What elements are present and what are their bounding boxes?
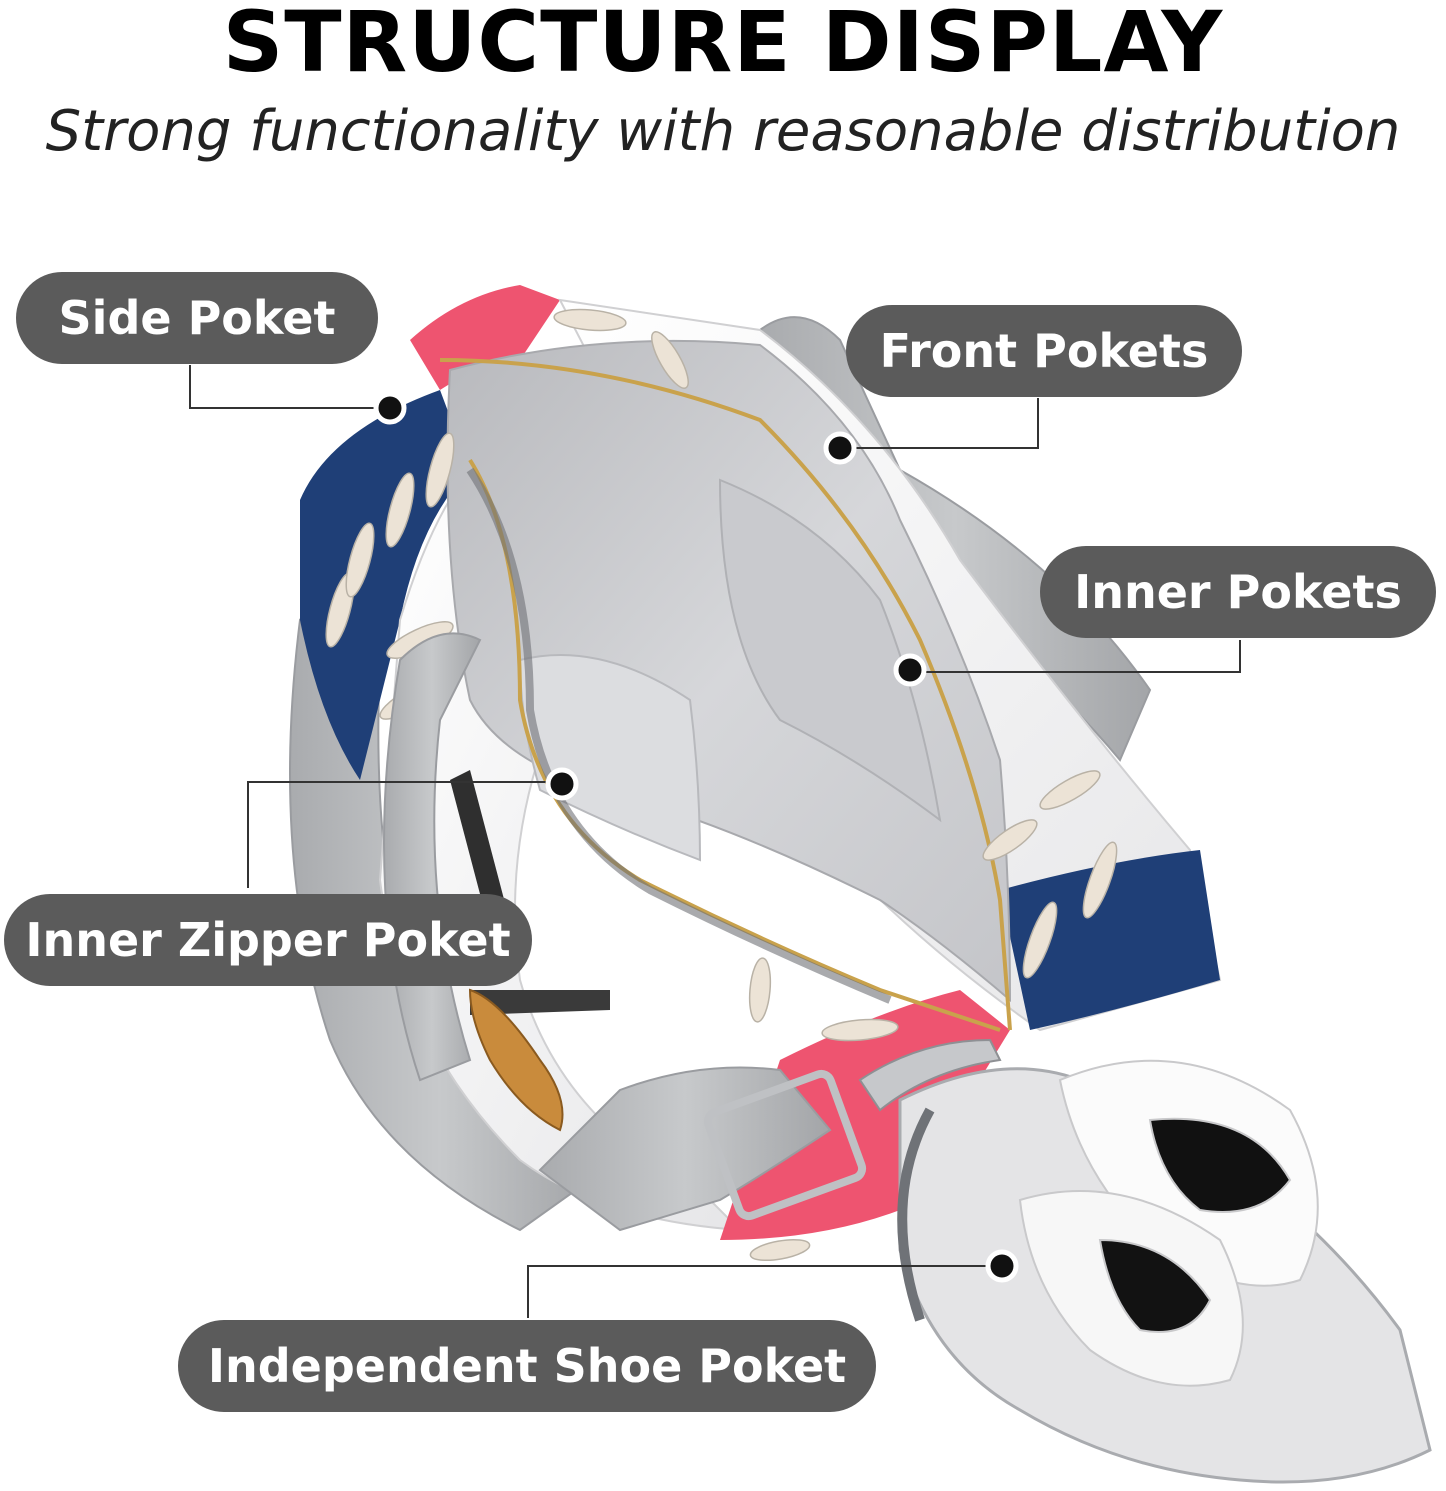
sneakers xyxy=(1018,1059,1319,1387)
callout-inner-zipper-pocket: Inner Zipper Poket xyxy=(4,894,532,986)
baseball-glove xyxy=(468,988,564,1132)
baseball-bat-2 xyxy=(470,990,610,1015)
shoulder-strap-front xyxy=(538,1066,832,1232)
decorative-laces xyxy=(325,308,1118,1262)
page-title: STRUCTURE DISPLAY xyxy=(222,0,1224,91)
inner-pocket-fold xyxy=(718,478,942,823)
strap-clasp xyxy=(858,1038,1002,1112)
bag-interior-lining xyxy=(446,339,1012,1003)
callout-side-pocket: Side Poket xyxy=(16,272,378,364)
callout-front-pockets: Front Pokets xyxy=(846,305,1242,397)
zipper-track-gray xyxy=(466,467,892,1004)
inner-zipper-panel xyxy=(518,654,702,862)
strap-buckle xyxy=(703,1069,867,1221)
pink-stripe-top xyxy=(410,285,560,390)
zipper-track-main xyxy=(439,358,1012,1031)
callout-shoe-pocket: Independent Shoe Poket xyxy=(178,1320,876,1412)
callout-inner-pockets: Inner Pokets xyxy=(1040,546,1436,638)
side-panel-navy-lower xyxy=(1000,850,1220,1030)
page-subtitle: Strong functionality with reasonable dis… xyxy=(45,99,1401,164)
